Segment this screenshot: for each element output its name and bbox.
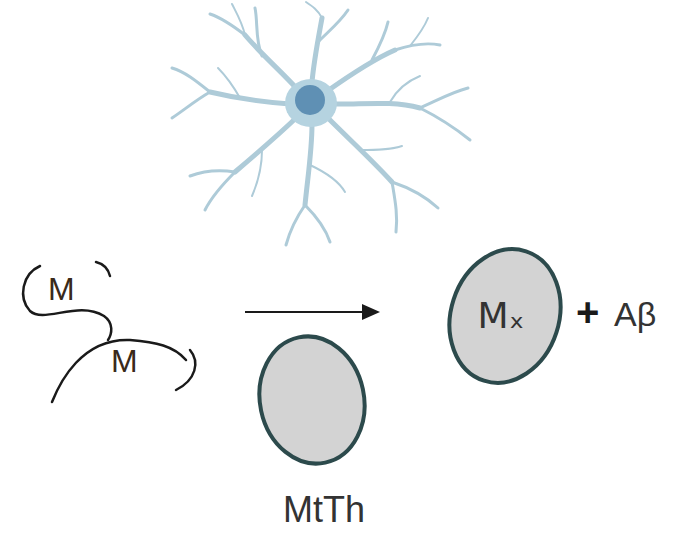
node-label: Mₓ xyxy=(477,296,524,336)
product-label: Aβ xyxy=(614,296,656,333)
plus-sign: + xyxy=(576,290,599,334)
reaction-arrow xyxy=(245,304,380,320)
monomer-label: M xyxy=(48,272,75,307)
ellipse-shape xyxy=(248,327,376,474)
neuron-nucleus xyxy=(295,85,325,115)
oligomer-ellipse: MtTh xyxy=(248,330,388,534)
monomer-chains xyxy=(23,262,195,402)
node-label: MtTh xyxy=(283,490,365,530)
monomer-label: M xyxy=(111,344,138,379)
neuron-illustration xyxy=(172,2,470,245)
oligomer-ellipse: Mₓ xyxy=(440,240,570,392)
ellipse-shape xyxy=(433,235,578,398)
neuron-soma xyxy=(285,79,337,127)
